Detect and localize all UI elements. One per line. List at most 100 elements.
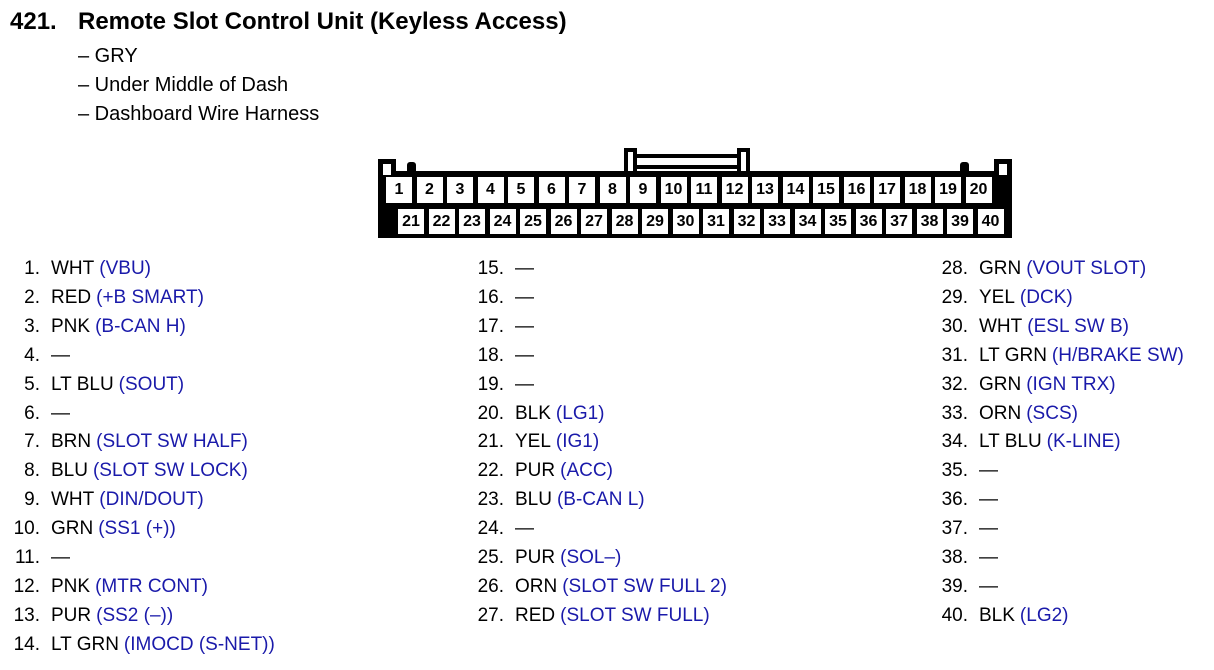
- connector-pin-cell: 14: [782, 177, 809, 203]
- pin-number: 29.: [941, 286, 968, 308]
- pin-row: 26.ORN(SLOT SW FULL 2): [470, 573, 727, 602]
- pin-number: 22.: [477, 460, 504, 482]
- pin-number: 24.: [477, 518, 504, 540]
- signal-name: (VOUT SLOT): [1026, 258, 1147, 279]
- connector-pin-cell: 29: [642, 209, 668, 234]
- pin-list-column-1: 1.WHT(VBU)2.RED(+B SMART)3.PNK(B-CAN H)4…: [6, 255, 275, 660]
- wire-color: RED: [51, 286, 92, 308]
- pin-number: 6.: [24, 402, 40, 424]
- pin-number: 20.: [477, 402, 504, 424]
- pin-row: 36. —: [934, 486, 1184, 515]
- connector-latch-bar: [630, 154, 744, 169]
- pin-number: 37.: [941, 518, 968, 540]
- signal-name: (DIN/DOUT): [99, 489, 204, 511]
- pin-row: 24. —: [470, 515, 727, 544]
- connector-pin-cell: 36: [855, 209, 882, 234]
- pin-number: 5.: [24, 373, 40, 395]
- signal-name: (SCS): [1026, 402, 1078, 424]
- pin-number: 7.: [24, 431, 40, 453]
- connector-pin-cell: 21: [398, 209, 424, 234]
- signal-name: (SLOT SW FULL 2): [562, 575, 727, 597]
- pin-number: 28.: [941, 258, 968, 279]
- wire-color: PUR: [515, 547, 556, 569]
- pin-list-column-2: 15.—16.—17.—18.—19.—20.BLK(LG1)21.YEL(IG…: [470, 255, 727, 631]
- connector-pin-cell: 6: [538, 177, 565, 203]
- pin-number: 17.: [477, 315, 504, 337]
- connector-pin-cell: 17: [874, 177, 900, 203]
- connector-bump-left: [407, 162, 416, 173]
- wire-color: —: [979, 518, 998, 540]
- pin-number: 32.: [941, 373, 968, 395]
- pin-number: 27.: [477, 604, 504, 626]
- pin-row: 19.—: [470, 371, 727, 400]
- connector-hook-left: [378, 159, 396, 175]
- wire-color: —: [515, 315, 534, 337]
- connector-pin-cell: 31: [703, 209, 729, 234]
- signal-name: (MTR CONT): [95, 575, 208, 597]
- pin-number: 34.: [941, 431, 968, 453]
- pin-number: 25.: [477, 547, 504, 569]
- wire-color: —: [515, 518, 534, 540]
- pin-number: 23.: [477, 489, 504, 511]
- wire-color: ORN: [979, 402, 1022, 424]
- signal-name: (ESL SW B): [1027, 315, 1129, 337]
- connector-pin-cell: 15: [813, 177, 839, 203]
- wire-color: —: [979, 489, 998, 511]
- wire-color: GRN: [979, 258, 1022, 279]
- pin-row: 27.RED(SLOT SW FULL): [470, 602, 727, 631]
- signal-name: (LG2): [1019, 604, 1069, 626]
- pin-number: 15.: [477, 258, 504, 279]
- connector-pin-cell: 26: [550, 209, 577, 234]
- page-title: Remote Slot Control Unit (Keyless Access…: [78, 8, 567, 35]
- wire-color: GRN: [979, 373, 1022, 395]
- signal-name: (B-CAN H): [95, 315, 186, 337]
- signal-name: (IGN TRX): [1026, 373, 1116, 395]
- pin-row: 18.—: [470, 342, 727, 371]
- pin-row: 8.BLU(SLOT SW LOCK): [6, 457, 275, 486]
- signal-name: (SOL–): [560, 547, 622, 569]
- pin-number: 12.: [13, 575, 40, 597]
- pin-row: 34.LT BLU(K-LINE): [934, 428, 1184, 457]
- pin-row: 25. PUR(SOL–): [470, 544, 727, 573]
- connector-pin-cell: 11: [691, 177, 717, 203]
- wire-color: —: [979, 575, 998, 597]
- signal-name: (ACC): [560, 460, 613, 482]
- pin-number: 8.: [24, 460, 40, 482]
- signal-name: (K-LINE): [1046, 431, 1121, 453]
- pin-row: 38.—: [934, 544, 1184, 573]
- pin-row: 29.YEL(DCK): [934, 284, 1184, 313]
- detail-line: – Under Middle of Dash: [78, 74, 289, 96]
- wire-color: WHT: [979, 315, 1023, 337]
- pin-list-column-3: 28.GRN(VOUT SLOT)29.YEL(DCK)30.WHT(ESL S…: [934, 255, 1184, 631]
- pin-row: 20.BLK(LG1): [470, 400, 727, 429]
- wire-color: ORN: [515, 575, 558, 597]
- pin-row: 22. PUR(ACC): [470, 457, 727, 486]
- pin-row: 28. GRN(VOUT SLOT): [934, 255, 1184, 284]
- signal-name: (LG1): [555, 402, 605, 424]
- wire-color: GRN: [51, 518, 94, 540]
- wire-color: WHT: [51, 489, 95, 511]
- connector-pin-cell: 5: [508, 177, 534, 203]
- wire-color: PNK: [51, 315, 91, 337]
- connector-pin-cell: 2: [416, 177, 443, 203]
- pin-number: 39.: [941, 575, 968, 597]
- pin-number: 9.: [24, 489, 40, 511]
- signal-name: (IMOCD (S-NET)): [123, 633, 275, 655]
- connector-pin-cell: 38: [916, 209, 943, 234]
- connector-pin-cell: 9: [630, 177, 656, 203]
- connector-pin-cell: 25: [520, 209, 546, 234]
- pin-row: 30.WHT(ESL SW B): [934, 313, 1184, 342]
- wire-color: PUR: [515, 460, 556, 482]
- connector-pin-cell: 12: [721, 177, 748, 203]
- wire-color: —: [51, 344, 70, 366]
- wire-color: BLU: [51, 460, 88, 482]
- wire-color: LT GRN: [979, 344, 1047, 366]
- connector-pin-cell: 8: [599, 177, 626, 203]
- pin-row: 12.PNK(MTR CONT): [6, 573, 275, 602]
- pin-number: 13.: [13, 604, 40, 626]
- pin-number: 36.: [941, 489, 968, 511]
- pin-row: 4.—: [6, 342, 275, 371]
- connector-pin-cell: 33: [764, 209, 790, 234]
